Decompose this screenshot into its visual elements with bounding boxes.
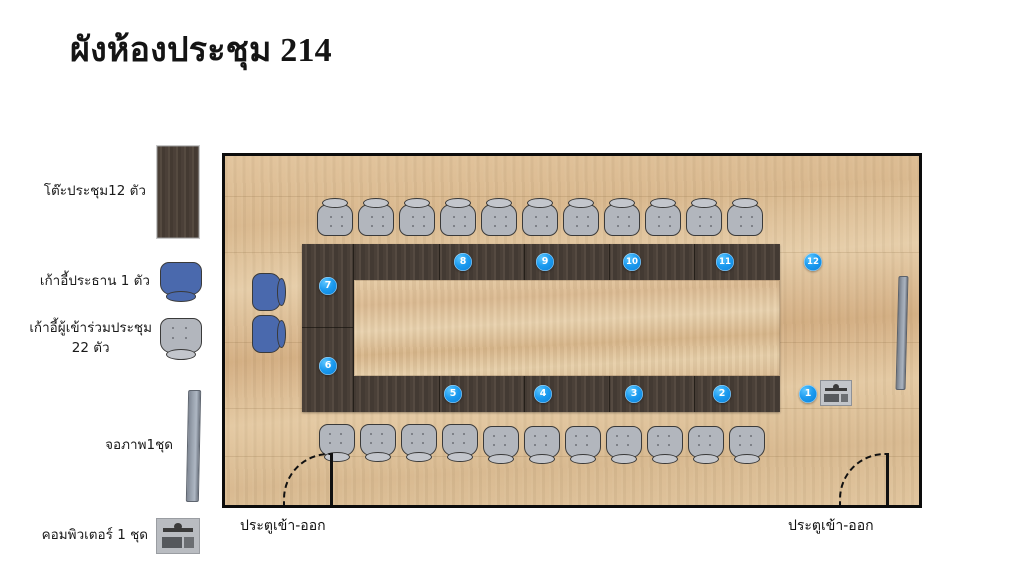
legend-item-computer: คอมพิวเตอร์ 1 ชุด [10, 518, 200, 554]
participant-chair [481, 198, 517, 236]
participant-chair [729, 426, 765, 464]
seat-badge-5[interactable]: 5 [444, 385, 462, 403]
participant-chair [358, 198, 394, 236]
legend-item-screen: จอภาพ1ชุด [20, 390, 202, 502]
participant-chair [645, 198, 681, 236]
legend-label-table: โต๊ะประชุม12 ตัว [43, 183, 146, 200]
seat-badge-6[interactable]: 6 [319, 357, 337, 375]
door-bottom-left[interactable] [277, 453, 333, 505]
legend-label-computer: คอมพิวเตอร์ 1 ชุด [41, 527, 148, 544]
chairman-chair-seat-7 [252, 273, 286, 311]
participant-chair [686, 198, 722, 236]
seat-badge-11[interactable]: 11 [716, 253, 734, 271]
computer-on-table-icon [820, 380, 852, 406]
participant-chair [440, 198, 476, 236]
participant-chair [604, 198, 640, 236]
participant-chair [727, 198, 763, 236]
participant-chair [483, 426, 519, 464]
legend-label-chairman-chair: เก้าอี้ประธาน 1 ตัว [39, 273, 150, 290]
seat-badge-3[interactable]: 3 [625, 385, 643, 403]
participant-chair [688, 426, 724, 464]
participant-chair [317, 198, 353, 236]
wall-screen-icon [895, 276, 909, 390]
seat-badge-7[interactable]: 7 [319, 277, 337, 295]
participant-chair [399, 198, 435, 236]
chairman-chair-seat-6 [252, 315, 286, 353]
legend-item-participant-chair: เก้าอี้ผู้เข้าร่วมประชุม 22 ตัว [10, 318, 202, 360]
seat-badge-8[interactable]: 8 [454, 253, 472, 271]
door-label-right: ประตูเข้า-ออก [788, 518, 874, 534]
screen-icon [185, 390, 202, 502]
gray-chair-icon [160, 318, 202, 360]
computer-icon [156, 518, 200, 554]
conference-table: 8 9 10 11 12 7 6 5 4 3 2 1 [302, 244, 852, 412]
room-floor: 8 9 10 11 12 7 6 5 4 3 2 1 [222, 153, 922, 508]
seat-badge-12[interactable]: 12 [804, 253, 822, 271]
table-inner-surface [354, 280, 780, 376]
page-title: ผังห้องประชุม 214 [70, 32, 332, 69]
legend-label-screen: จอภาพ1ชุด [105, 437, 173, 454]
seat-badge-1[interactable]: 1 [799, 385, 817, 403]
participant-chair [563, 198, 599, 236]
participant-chair [442, 424, 478, 462]
participant-chair [360, 424, 396, 462]
seat-badge-10[interactable]: 10 [623, 253, 641, 271]
door-label-left: ประตูเข้า-ออก [240, 518, 326, 534]
legend-item-chairman-chair: เก้าอี้ประธาน 1 ตัว [20, 262, 202, 302]
participant-chair [524, 426, 560, 464]
table-swatch-icon [156, 145, 200, 239]
participant-chair [522, 198, 558, 236]
seat-badge-4[interactable]: 4 [534, 385, 552, 403]
legend-label-participant-chair: เก้าอี้ผู้เข้าร่วมประชุม 22 ตัว [29, 320, 152, 356]
participant-chair [647, 426, 683, 464]
seat-badge-2[interactable]: 2 [713, 385, 731, 403]
legend-item-table: โต๊ะประชุม12 ตัว [20, 145, 200, 239]
blue-chair-icon [160, 262, 202, 302]
participant-chair [565, 426, 601, 464]
participant-chair [401, 424, 437, 462]
participant-chair [319, 424, 355, 462]
participant-chair [606, 426, 642, 464]
seat-badge-9[interactable]: 9 [536, 253, 554, 271]
door-bottom-right[interactable] [833, 453, 889, 505]
